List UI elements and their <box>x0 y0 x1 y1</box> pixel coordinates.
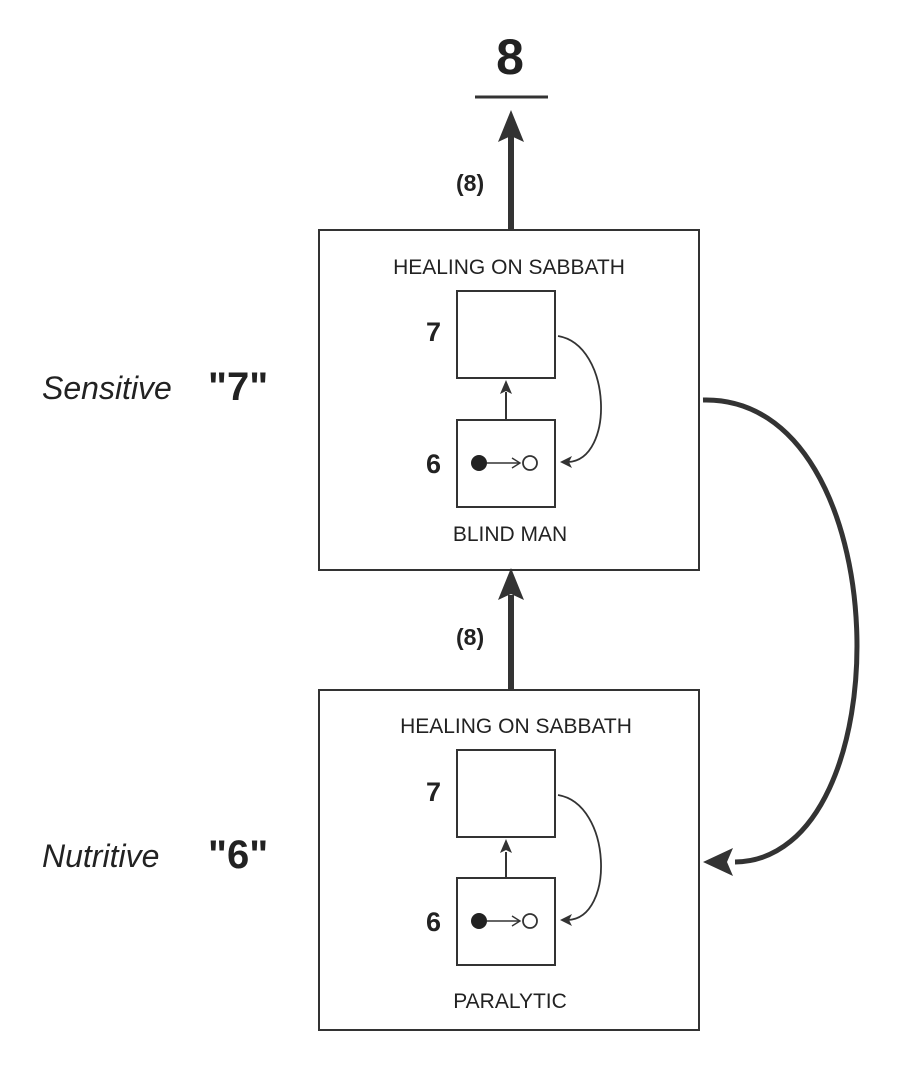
upper-arrow <box>498 110 524 230</box>
lower-box-title: HEALING ON SABBATH <box>400 715 632 738</box>
upper-stage-6-label: 6 <box>426 449 442 479</box>
level-label-nutritive: Nutritive <box>42 838 160 874</box>
lower-stage-7-label: 7 <box>426 777 442 807</box>
middle-arrow <box>498 568 524 690</box>
middle-arrow-label: (8) <box>456 624 485 650</box>
upper-box-title: HEALING ON SABBATH <box>393 256 625 279</box>
lower-filled-dot-icon <box>471 913 487 929</box>
curved-arrow-sensitive-to-nutritive <box>702 397 860 876</box>
upper-arrow-label: (8) <box>456 170 485 196</box>
upper-box-stage-7-square <box>456 290 556 379</box>
top-number: 8 <box>496 29 524 85</box>
upper-box <box>318 229 700 571</box>
upper-stage-7-label: 7 <box>426 317 442 347</box>
lower-box-stage-7-square <box>456 749 556 838</box>
level-number-sensitive: "7" <box>208 365 269 409</box>
upper-filled-dot-icon <box>471 455 487 471</box>
level-number-nutritive: "6" <box>208 833 269 877</box>
lower-stage-6-label: 6 <box>426 907 442 937</box>
lower-open-circle-icon <box>522 913 538 929</box>
lower-box <box>318 689 700 1031</box>
lower-box-caption: PARALYTIC <box>453 990 567 1013</box>
upper-box-caption: BLIND MAN <box>452 523 568 546</box>
level-label-sensitive: Sensitive <box>42 370 172 406</box>
upper-open-circle-icon <box>522 455 538 471</box>
